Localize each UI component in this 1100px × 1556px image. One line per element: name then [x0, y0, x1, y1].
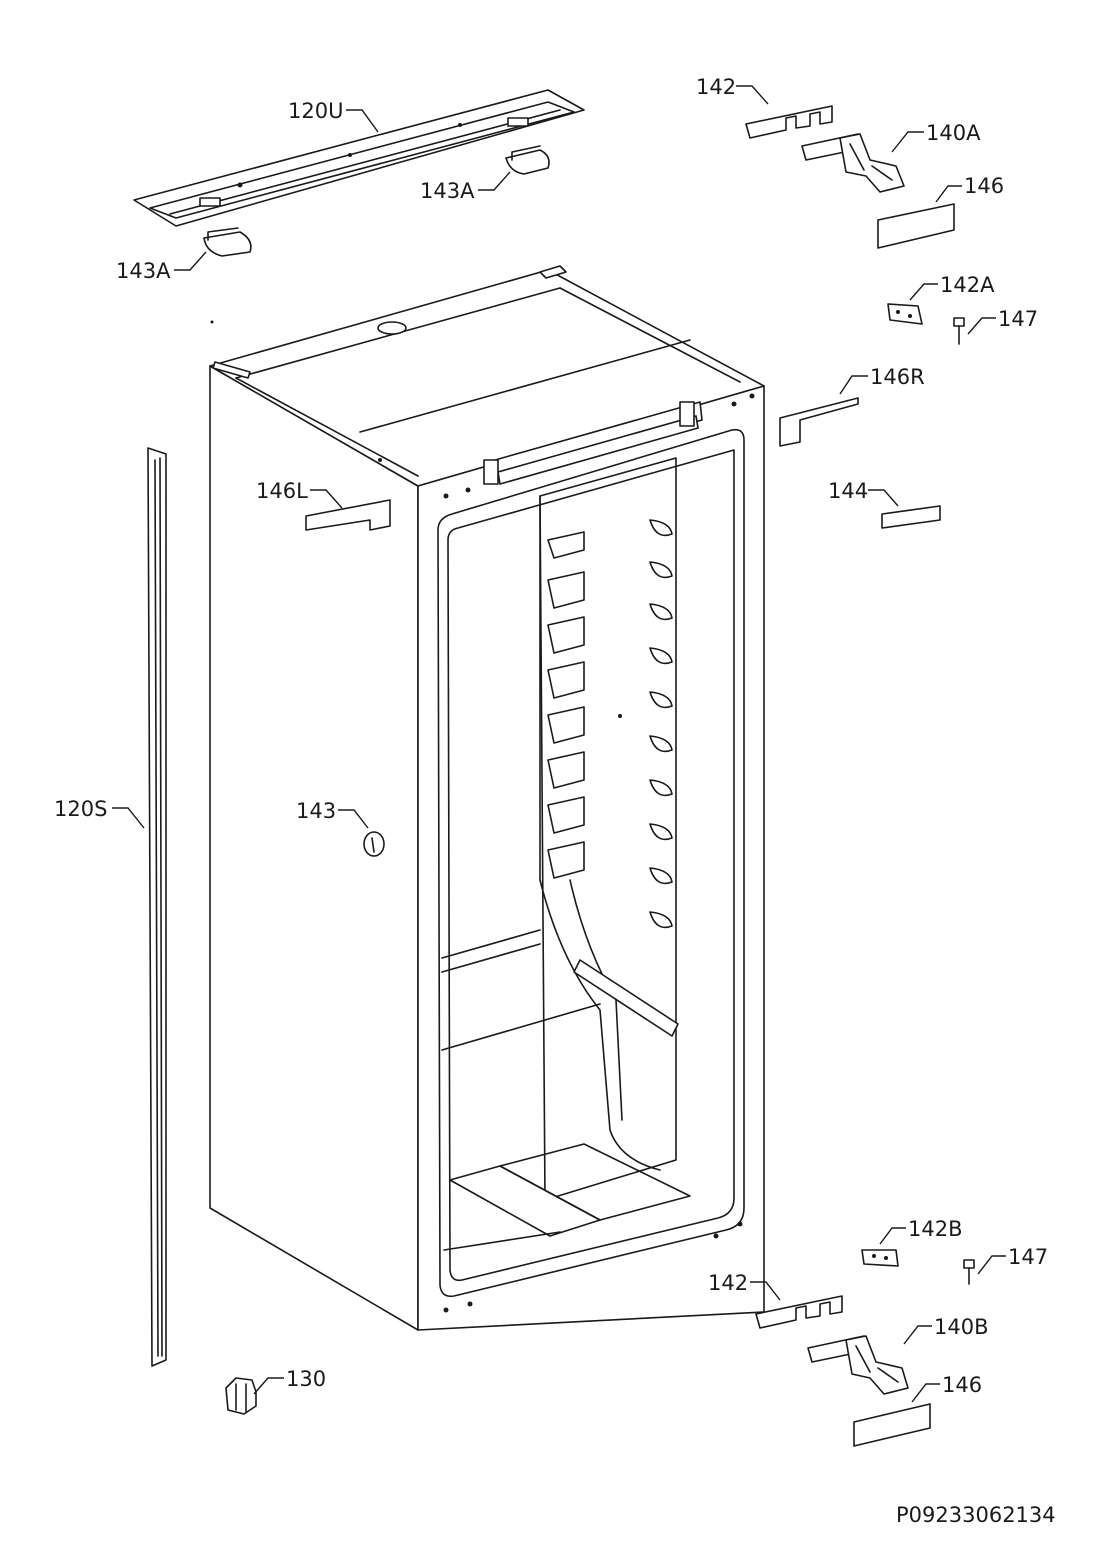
part-140A-hinge	[801, 133, 905, 193]
part-140B-hinge	[807, 1335, 909, 1395]
label-140B: 140B	[934, 1315, 989, 1339]
part-142-shim-lower	[755, 1295, 843, 1329]
label-142B: 142B	[908, 1217, 963, 1241]
label-120U: 120U	[288, 99, 343, 123]
shelf-supports-left	[547, 531, 585, 879]
part-146-plate-lower	[853, 1403, 931, 1447]
label-143A-upper: 143A	[420, 179, 475, 203]
part-146L-cover	[305, 499, 391, 531]
part-147-screw-upper	[953, 317, 965, 345]
part-142B-plate	[861, 1249, 899, 1267]
part-143A-clip-lower	[203, 227, 252, 257]
label-130: 130	[286, 1367, 326, 1391]
label-146R: 146R	[870, 365, 925, 389]
label-143A-lower: 143A	[116, 259, 171, 283]
part-130-foot	[225, 1377, 257, 1415]
part-142A-plate	[887, 303, 923, 325]
shelf-supports-right	[649, 519, 673, 929]
part-142-shim-upper	[745, 105, 833, 139]
label-142-lower: 142	[708, 1271, 748, 1295]
part-143A-clip-upper	[505, 145, 550, 175]
label-142A: 142A	[940, 273, 995, 297]
part-146-plate-upper	[877, 203, 955, 249]
part-146R-cover	[779, 397, 859, 447]
label-147-upper: 147	[998, 307, 1038, 331]
part-120U-top-rail	[133, 89, 585, 227]
part-120S-side-strip	[147, 447, 167, 1367]
part-labels: 120U 143A 143A 142 140A 146 142A 147 146…	[54, 75, 1056, 1527]
label-140A: 140A	[926, 121, 981, 145]
label-146-upper: 146	[964, 174, 1004, 198]
part-147-screw-lower	[963, 1259, 975, 1285]
leader-lines	[112, 85, 1006, 1403]
label-146L: 146L	[256, 479, 308, 503]
label-120S: 120S	[54, 797, 107, 821]
label-147-lower: 147	[1008, 1245, 1048, 1269]
part-143-cap	[363, 831, 385, 857]
label-142-upper: 142	[696, 75, 736, 99]
cabinet-body	[209, 265, 765, 1331]
label-144: 144	[828, 479, 868, 503]
label-146-lower: 146	[942, 1373, 982, 1397]
part-144-plate	[881, 505, 941, 529]
label-143: 143	[296, 799, 336, 823]
drawing-number: P09233062134	[896, 1503, 1056, 1527]
